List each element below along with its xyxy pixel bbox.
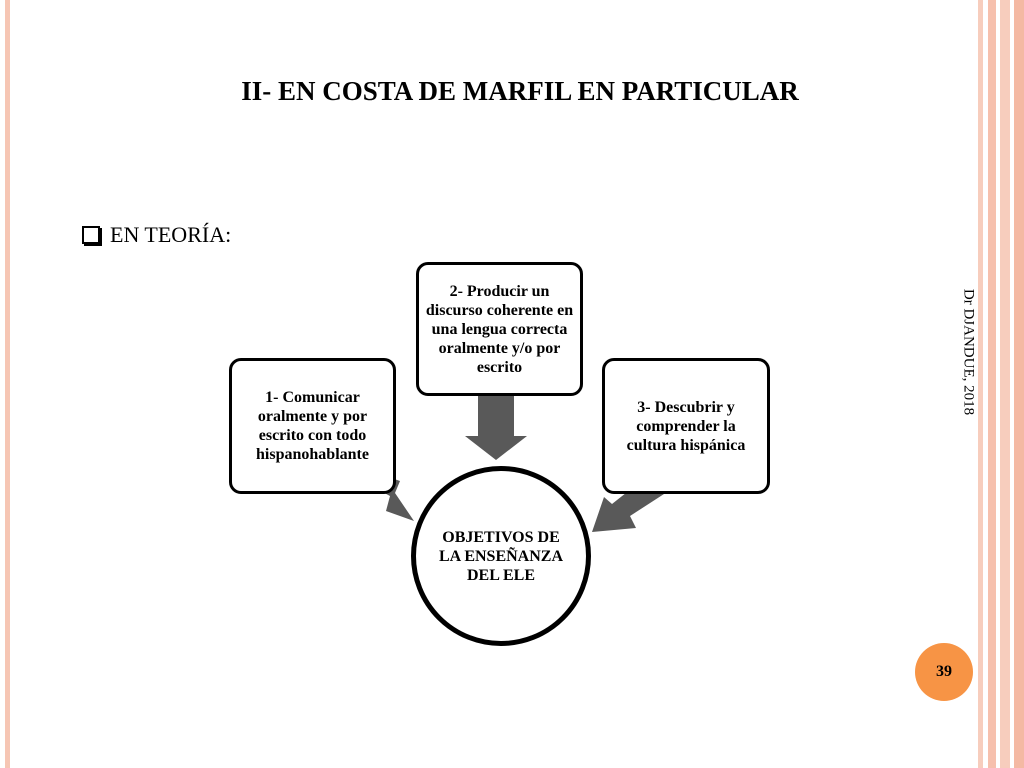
objective-1-box: 1- Comunicar oralmente y por escrito con… [229,358,396,494]
left-edge-stripe [5,0,10,768]
objective-3-box: 3- Descubrir y comprender la cultura his… [602,358,770,494]
central-objectives-circle: OBJETIVOS DE LA ENSEÑANZA DEL ELE [411,466,591,646]
bullet-item: EN TEORÍA: [82,222,231,248]
right-edge-stripe-2 [988,0,996,768]
bullet-label: EN TEORÍA: [110,222,232,247]
right-edge-stripe-1 [978,0,983,768]
objective-3-text: 3- Descubrir y comprender la cultura his… [626,398,746,454]
slide-title: II- EN COSTA DE MARFIL EN PARTICULAR [241,76,799,106]
arrow-down-icon [465,392,527,460]
right-edge-stripe-4 [1014,0,1024,768]
objective-2-box: 2- Producir un discurso coherente en una… [416,262,583,396]
objective-1-text: 1- Comunicar oralmente y por escrito con… [256,389,369,463]
central-objectives-text: OBJETIVOS DE LA ENSEÑANZA DEL ELE [438,528,564,584]
right-edge-stripe-3 [1000,0,1010,768]
page-number-badge: 39 [915,643,973,701]
objective-2-text: 2- Producir un discurso coherente en una… [425,282,574,376]
checkbox-bullet-icon [82,226,100,244]
page-number: 39 [936,663,952,680]
